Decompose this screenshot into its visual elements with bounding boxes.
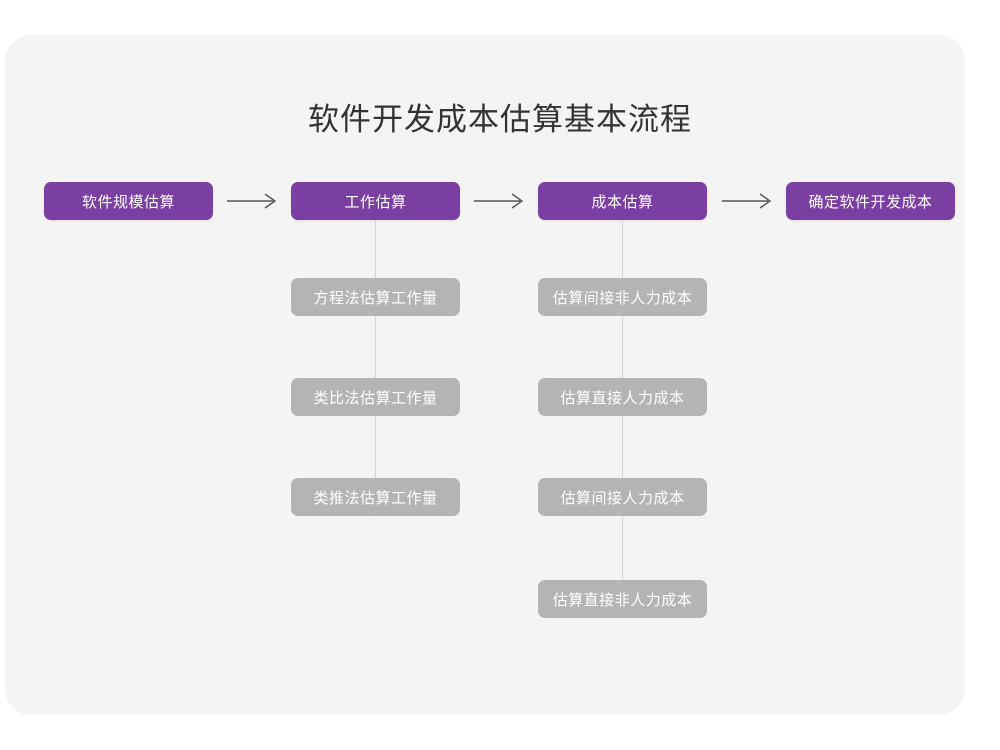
substep-node-step2-2[interactable]: 类比法估算工作量 <box>291 378 460 416</box>
flow-node-step2[interactable]: 工作估算 <box>291 182 460 220</box>
diagram-card <box>5 35 965 715</box>
flow-node-step1-label: 软件规模估算 <box>81 193 175 211</box>
substep-node-step3-3[interactable]: 估算间接人力成本 <box>538 478 707 516</box>
substep-node-step2-1-label: 方程法估算工作量 <box>313 289 438 307</box>
flow-node-step4[interactable]: 确定软件开发成本 <box>786 182 955 220</box>
substep-node-step2-1[interactable]: 方程法估算工作量 <box>291 278 460 316</box>
connector-step2-substeps <box>375 220 376 517</box>
flow-node-step1[interactable]: 软件规模估算 <box>44 182 213 220</box>
substep-node-step2-3-label: 类推法估算工作量 <box>313 489 438 507</box>
flow-node-step3-label: 成本估算 <box>591 193 654 211</box>
substep-node-step3-4[interactable]: 估算直接非人力成本 <box>538 580 707 618</box>
arrow-right-icon-step3-step4 <box>722 191 774 211</box>
flow-node-step3[interactable]: 成本估算 <box>538 182 707 220</box>
substep-node-step3-2-label: 估算直接人力成本 <box>560 389 685 407</box>
substep-node-step3-4-label: 估算直接非人力成本 <box>552 591 693 609</box>
substep-node-step3-3-label: 估算间接人力成本 <box>560 489 685 507</box>
arrow-right-icon-step1-step2 <box>227 191 279 211</box>
arrow-right-icon-step2-step3 <box>474 191 526 211</box>
substep-node-step2-3[interactable]: 类推法估算工作量 <box>291 478 460 516</box>
substep-node-step3-2[interactable]: 估算直接人力成本 <box>538 378 707 416</box>
substep-node-step3-1[interactable]: 估算间接非人力成本 <box>538 278 707 316</box>
flow-node-step4-label: 确定软件开发成本 <box>808 193 933 211</box>
page-title: 软件开发成本估算基本流程 <box>308 102 692 137</box>
substep-node-step3-1-label: 估算间接非人力成本 <box>552 289 693 307</box>
flow-node-step2-label: 工作估算 <box>344 193 407 211</box>
substep-node-step2-2-label: 类比法估算工作量 <box>313 389 438 407</box>
